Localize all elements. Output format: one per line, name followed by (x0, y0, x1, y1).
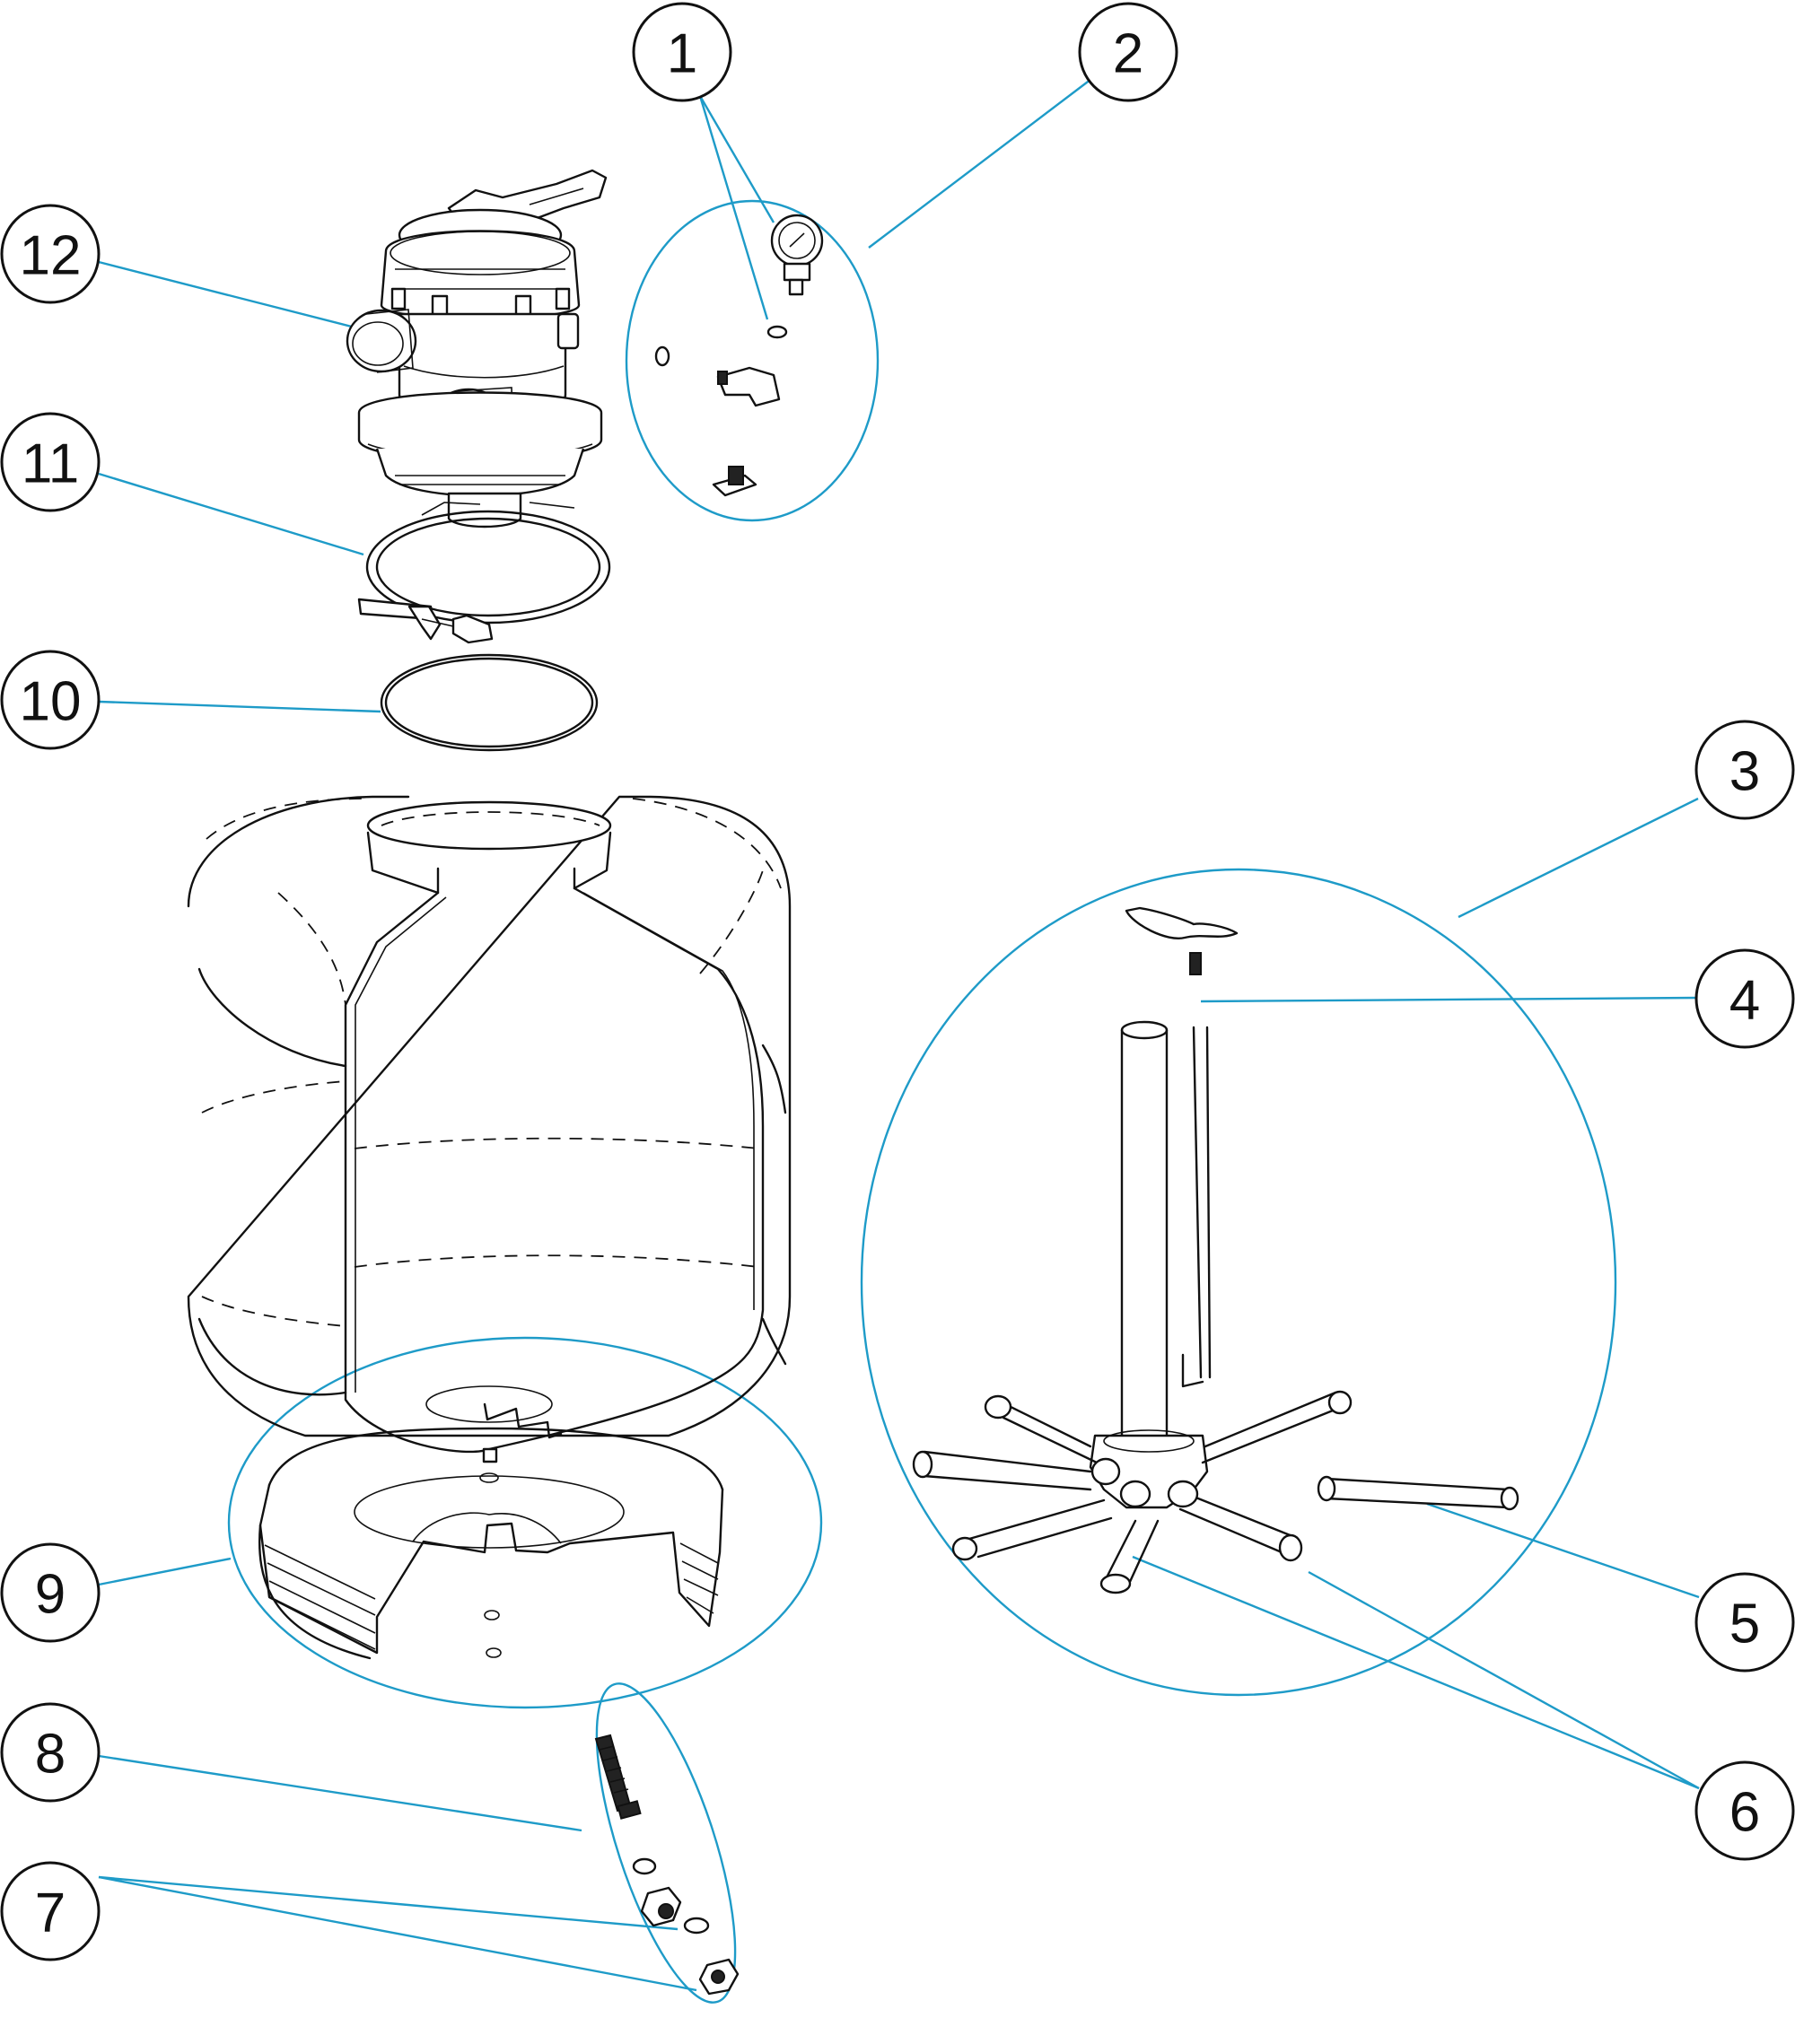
leader-5 (1426, 1502, 1700, 1599)
leader-6a (1132, 1555, 1700, 1790)
filter-tank (187, 795, 792, 1454)
pressure-gauge-kit (654, 214, 824, 497)
callout-1-label: 1 (667, 23, 697, 85)
callout-12-label: 12 (20, 225, 82, 287)
callout-5[interactable]: 5 (1694, 1572, 1795, 1673)
callout-10-label: 10 (20, 671, 82, 733)
tank-base (258, 1427, 724, 1660)
group-ellipse-internal-collector (860, 868, 1617, 1697)
callout-5-label: 5 (1729, 1594, 1760, 1655)
group-ellipse-drain-hardware (595, 1682, 737, 2004)
callout-6[interactable]: 6 (1694, 1760, 1795, 1861)
callout-4[interactable]: 4 (1694, 948, 1795, 1049)
callout-11-label: 11 (22, 433, 79, 495)
leader-1a (698, 95, 775, 223)
leader-lines (98, 75, 1700, 1992)
callout-9-label: 9 (35, 1564, 66, 1626)
callout-bubbles: 1 2 3 4 5 6 7 8 (0, 2, 1795, 1961)
callout-1[interactable]: 1 (632, 2, 732, 102)
leader-2 (868, 75, 1096, 249)
callout-3-label: 3 (1729, 741, 1760, 803)
clamp-ring (357, 502, 611, 644)
callout-2[interactable]: 2 (1078, 2, 1178, 102)
leader-11 (98, 472, 364, 556)
group-ellipses (227, 199, 1617, 2004)
leader-3 (1458, 797, 1699, 919)
o-ring (380, 653, 599, 752)
callout-6-label: 6 (1729, 1782, 1760, 1844)
leader-7b (98, 1875, 697, 1992)
leader-1b (698, 95, 769, 320)
callout-11[interactable]: 11 (0, 412, 101, 512)
leader-8 (98, 1754, 582, 1832)
multiport-valve (346, 169, 608, 528)
group-ellipse-pressure-gauge-kit (625, 199, 880, 522)
group-ellipse-base (227, 1336, 823, 1709)
callout-8[interactable]: 8 (0, 1702, 101, 1803)
callout-3[interactable]: 3 (1694, 720, 1795, 820)
leader-4 (1200, 996, 1698, 1003)
callout-9[interactable]: 9 (0, 1542, 101, 1643)
callout-4-label: 4 (1729, 970, 1760, 1032)
leader-7a (98, 1875, 679, 1931)
callout-2-label: 2 (1113, 23, 1143, 85)
callout-7[interactable]: 7 (0, 1861, 101, 1961)
leader-9 (98, 1557, 232, 1586)
leader-10 (98, 700, 381, 713)
callout-12[interactable]: 12 (0, 204, 101, 304)
internal-collector (912, 906, 1519, 1594)
leader-6b (1308, 1570, 1700, 1790)
drain-hardware (594, 1734, 740, 1996)
callout-10[interactable]: 10 (0, 650, 101, 750)
callout-7-label: 7 (35, 1882, 66, 1944)
callout-8-label: 8 (35, 1724, 66, 1786)
